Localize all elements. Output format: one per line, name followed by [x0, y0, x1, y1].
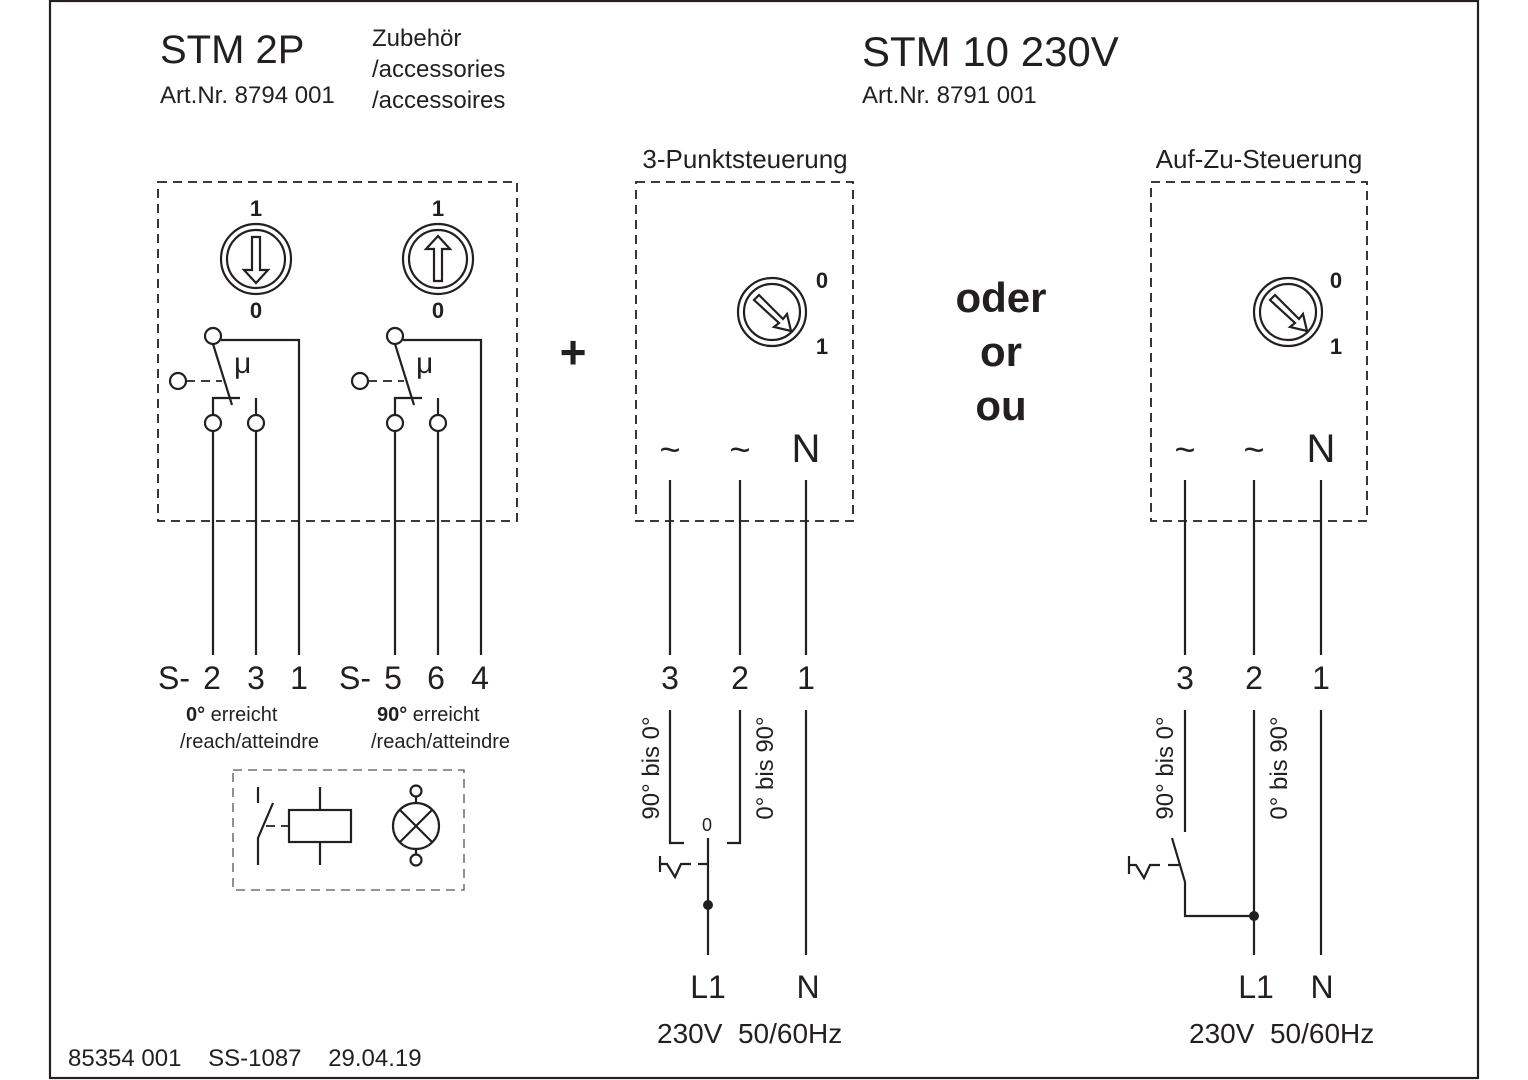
input-n: N [792, 427, 821, 471]
three-point-knob-1: 1 [816, 334, 828, 359]
knob1-label-top: 1 [250, 196, 262, 221]
oc-supply-n: N [1310, 969, 1333, 1005]
or-word-en: or [980, 328, 1022, 375]
junction-dot [1249, 911, 1259, 921]
tp-terminal-3: 3 [661, 660, 679, 696]
oc-terminal-3: 3 [1176, 660, 1194, 696]
note-90-reached-line2: /reach/atteindre [371, 731, 510, 753]
accessory-line-2: /accessories [372, 56, 505, 83]
open-close-box [1150, 181, 1368, 522]
note-90-reached: 90° erreicht [377, 704, 480, 726]
stm2p-unit: 1 0 1 0 μ [157, 181, 518, 891]
footer-doc-id: 85354 001 SS-1087 29.04.19 [68, 1045, 422, 1072]
terminal-5: 5 [384, 660, 402, 696]
micro-switch-1-icon [168, 326, 301, 655]
stm10-art-nr: Art.Nr. 8791 001 [862, 82, 1037, 109]
center-label-0: 0 [702, 815, 712, 835]
input-ac-2: ~ [729, 429, 750, 470]
oc-terminal-2: 2 [1245, 660, 1263, 696]
page-frame [48, 0, 1480, 1080]
open-close-knob-1: 1 [1330, 334, 1342, 359]
knob1-label-bottom: 0 [250, 298, 262, 323]
supply-spec: 230V 50/60Hz [657, 1018, 842, 1049]
three-point-knob-0: 0 [816, 268, 828, 293]
plus-sign: + [560, 326, 587, 378]
open-close-knob-0: 0 [1330, 268, 1342, 293]
terminal-1: 1 [290, 660, 308, 696]
knob-diagonal-icon [736, 276, 808, 348]
stm2p-art-nr: Art.Nr. 8794 001 [160, 82, 335, 109]
lamp-icon [391, 784, 441, 867]
input-ac-1: ~ [659, 429, 680, 470]
knob-up-icon [401, 222, 475, 296]
or-word-fr: ou [975, 382, 1026, 429]
note-0-reached: 0° erreicht [186, 704, 278, 726]
micro-label-2: μ [416, 347, 433, 380]
open-close-control: Auf-Zu-Steuerung 0 1 ~ ~ N 3 2 1 90° bis… [1127, 144, 1374, 1049]
stm2p-box [157, 181, 518, 522]
oc-input-n: N [1307, 427, 1336, 471]
open-close-lower-wires [1170, 710, 1323, 955]
terminal-6: 6 [427, 660, 445, 696]
accessory-line-1: Zubehör [372, 25, 461, 52]
knob2-label-top: 1 [432, 196, 444, 221]
knob-down-icon [219, 222, 293, 296]
knob2-label-bottom: 0 [432, 298, 444, 323]
knob-diagonal-icon [1252, 276, 1324, 348]
range-0-to-90: 0° bis 90° [752, 716, 779, 819]
range-90-to-0: 90° bis 0° [638, 716, 665, 819]
terminal-s-b: S- [339, 660, 371, 696]
oc-supply-spec: 230V 50/60Hz [1189, 1018, 1374, 1049]
terminal-s-a: S- [158, 660, 190, 696]
relay-icon [256, 787, 353, 865]
three-point-box [635, 181, 854, 522]
open-close-title: Auf-Zu-Steuerung [1156, 144, 1363, 174]
micro-switch-2-icon [350, 326, 483, 655]
terminal-2: 2 [203, 660, 221, 696]
terminal-4: 4 [471, 660, 489, 696]
tp-terminal-1: 1 [797, 660, 815, 696]
oc-input-ac-2: ~ [1243, 429, 1264, 470]
note-0-reached-line2: /reach/atteindre [180, 731, 319, 753]
accessory-line-3: /accessoires [372, 87, 505, 114]
oc-range-90-to-0: 90° bis 0° [1152, 716, 1179, 819]
tp-terminal-2: 2 [731, 660, 749, 696]
three-point-control: 3-Punktsteuerung 0 1 ~ ~ N 3 2 1 0 90° b… [635, 144, 854, 1049]
terminal-3: 3 [247, 660, 265, 696]
micro-label-1: μ [234, 347, 251, 380]
supply-n: N [796, 969, 819, 1005]
oc-supply-l1: L1 [1238, 969, 1274, 1005]
stm2p-title: STM 2P [160, 28, 304, 72]
or-word-de: oder [955, 274, 1046, 321]
supply-l1: L1 [690, 969, 726, 1005]
legend-box [232, 769, 465, 891]
junction-dot [703, 900, 713, 910]
three-point-lower-wires [668, 710, 808, 955]
oc-input-ac-1: ~ [1174, 429, 1195, 470]
three-point-wires [668, 480, 808, 655]
open-close-wires [1183, 480, 1323, 655]
oc-terminal-1: 1 [1312, 660, 1330, 696]
pushbutton-icon [658, 856, 708, 880]
pushbutton-icon [1127, 856, 1179, 881]
oc-range-0-to-90: 0° bis 90° [1266, 716, 1293, 819]
stm10-title: STM 10 230V [862, 28, 1119, 75]
three-point-title: 3-Punktsteuerung [642, 144, 847, 174]
